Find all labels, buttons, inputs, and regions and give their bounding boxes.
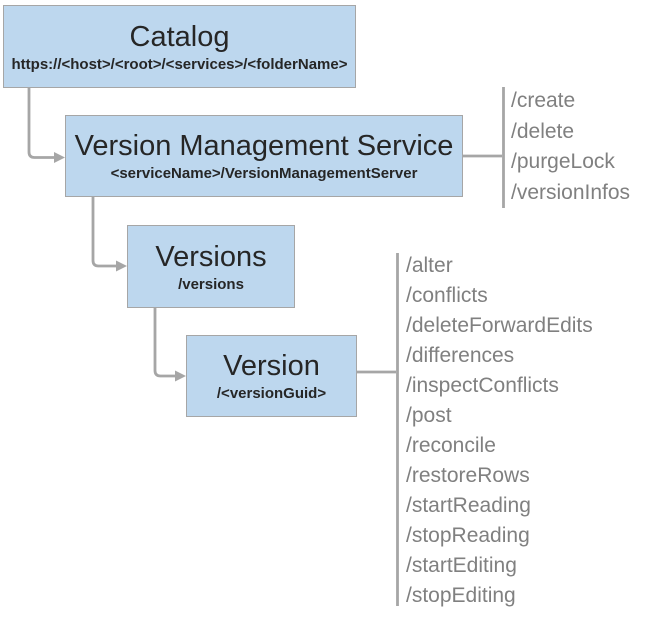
operation-item-deleteforwardedits: /deleteForwardEdits bbox=[406, 314, 593, 337]
version-operations-list: /alter /conflicts /deleteForwardEdits /d… bbox=[406, 251, 593, 611]
versions-node: Versions /versions bbox=[127, 225, 295, 308]
operation-item-post: /post bbox=[406, 404, 452, 427]
operation-item-reconcile: /reconcile bbox=[406, 434, 496, 457]
operation-item-startediting: /startEditing bbox=[406, 554, 517, 577]
connector-catalog-to-vms bbox=[27, 88, 54, 159]
connector-versions-to-version bbox=[153, 308, 175, 378]
version-management-service-title: Version Management Service bbox=[74, 130, 454, 162]
operation-item-restorerows: /restoreRows bbox=[406, 464, 530, 487]
version-management-service-url-pattern: <serviceName>/VersionManagementServer bbox=[110, 165, 418, 182]
operation-item-conflicts: /conflicts bbox=[406, 284, 488, 307]
operation-item-differences: /differences bbox=[406, 344, 515, 367]
catalog-node: Catalog https://<host>/<root>/<services>… bbox=[3, 5, 356, 88]
operation-item-inspectconflicts: /inspectConflicts bbox=[406, 374, 559, 397]
versions-title: Versions bbox=[155, 240, 267, 273]
connector-vms-to-versions bbox=[91, 197, 116, 268]
operation-item-startreading: /startReading bbox=[406, 494, 531, 517]
arrowhead-vms-to-versions bbox=[116, 260, 127, 272]
operation-item-versioninfos: /versionInfos bbox=[511, 180, 631, 204]
version-management-service-node: Version Management Service <serviceName>… bbox=[65, 115, 463, 197]
operation-item-alter: /alter bbox=[406, 254, 453, 277]
arrowhead-versions-to-version bbox=[175, 370, 186, 382]
operation-item-purgelock: /purgeLock bbox=[511, 150, 615, 173]
version-node: Version /<versionGuid> bbox=[186, 335, 357, 417]
vms-operations-list: /create /delete /purgeLock /versionInfos bbox=[511, 86, 630, 208]
operation-item-stopediting: /stopEditing bbox=[406, 584, 516, 607]
version-title: Version bbox=[223, 350, 320, 382]
operation-item-stopreading: /stopReading bbox=[406, 524, 530, 547]
arrowhead-catalog-to-vms bbox=[54, 152, 65, 163]
version-url-pattern: /<versionGuid> bbox=[216, 385, 327, 402]
catalog-url-pattern: https://<host>/<root>/<services>/<folder… bbox=[11, 55, 348, 73]
catalog-title: Catalog bbox=[129, 20, 230, 53]
operation-item-delete: /delete bbox=[511, 119, 575, 143]
operation-item-create: /create bbox=[511, 89, 576, 112]
versions-url-pattern: /versions bbox=[178, 275, 244, 293]
